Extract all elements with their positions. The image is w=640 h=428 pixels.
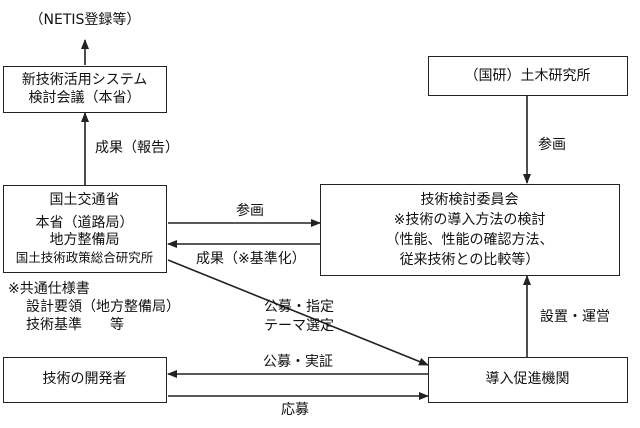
committee-box-line2: （性能、性能の確認方法、: [385, 232, 554, 248]
arrow-recruit-theme: [167, 259, 429, 366]
developer-box-label: 技術の開発者: [42, 371, 127, 387]
notes-line1: ※共通仕様書: [8, 281, 90, 297]
netis-box-line1: 新技術活用システム: [21, 72, 148, 88]
label-recruit-theme-line1: 公募・指定: [264, 299, 334, 315]
committee-box-line1: ※技術の導入方法の検討: [393, 212, 546, 228]
label-results-report: 成果（報告）: [95, 140, 179, 156]
label-participation-mlit: 参画: [236, 203, 264, 219]
mlit-box: 国土交通省 本省（道路局） 地方整備局 国土技術政策総合研究所: [3, 185, 167, 273]
netis-registration-note: （NETIS登録等）: [29, 12, 141, 28]
label-recruit-theme-line2: テーマ選定: [264, 318, 334, 334]
label-participation-pwri: 参画: [538, 137, 566, 153]
mlit-box-line3: 国土技術政策総合研究所: [15, 250, 154, 265]
pwri-box: （国研）土木研究所: [428, 56, 628, 96]
technical-committee-box: 技術検討委員会 ※技術の導入方法の検討 （性能、性能の確認方法、 従来技術との比…: [320, 184, 620, 276]
label-results-standard: 成果（※基準化）: [196, 251, 306, 267]
committee-box-line3: 従来技術との比較等）: [399, 252, 540, 268]
mlit-box-line2: 地方整備局: [49, 232, 120, 248]
label-apply: 応募: [281, 402, 309, 418]
notes-line2: 設計要領（地方整備局）: [26, 299, 180, 315]
pwri-box-label: （国研）土木研究所: [464, 68, 591, 84]
label-recruit-verify: 公募・実証: [263, 354, 333, 370]
developer-box: 技術の開発者: [3, 357, 167, 403]
promotion-organization-box: 導入促進機関: [428, 357, 628, 403]
committee-box-title: 技術検討委員会: [420, 192, 519, 208]
promotion-box-label: 導入促進機関: [485, 371, 570, 387]
notes-line3: 技術基準 等: [26, 317, 124, 333]
mlit-box-title: 国土交通省: [49, 192, 120, 208]
mlit-box-line1: 本省（道路局）: [35, 215, 134, 231]
label-setup-operation: 設置・運営: [540, 309, 610, 325]
netis-box-line2: 検討会議（本省）: [28, 90, 141, 106]
netis-review-box: 新技術活用システム 検討会議（本省）: [3, 66, 167, 113]
